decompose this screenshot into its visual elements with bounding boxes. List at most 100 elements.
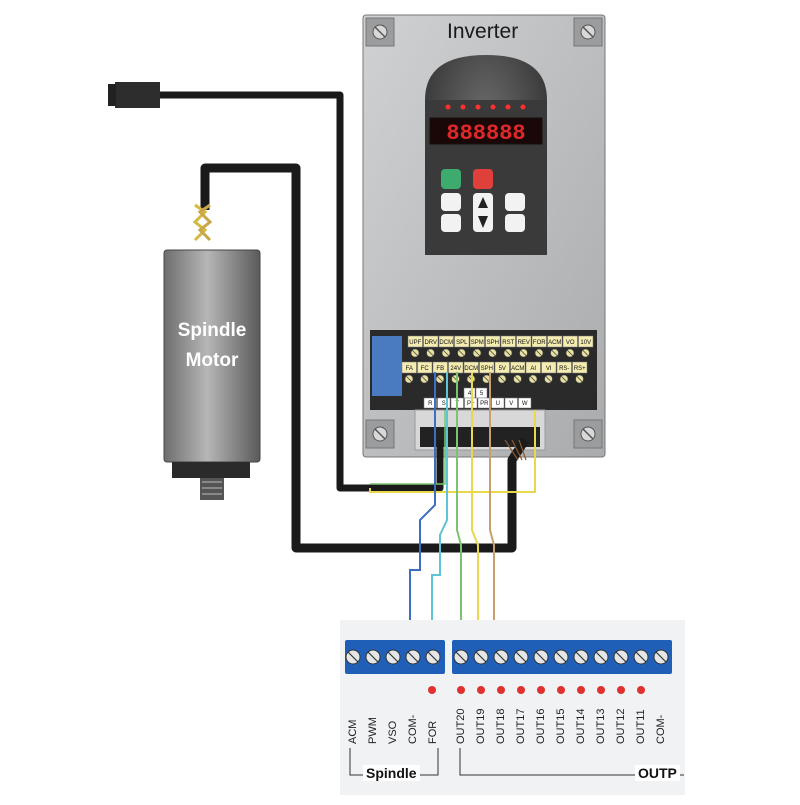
terminal-cell: [438, 335, 454, 348]
motor-label-line2: Motor: [185, 350, 239, 371]
keypad-button[interactable]: [505, 193, 525, 211]
terminal-cell: [531, 335, 547, 348]
motor-label-line1: Spindle: [177, 320, 247, 341]
terminal-cell: [485, 335, 501, 348]
terminal-label: ACM: [347, 719, 359, 744]
keypad-button[interactable]: [505, 214, 525, 232]
indicator-led: [597, 686, 605, 694]
terminal-label: U: [496, 401, 500, 407]
terminal-cell: [479, 361, 495, 374]
led-display: [429, 117, 543, 145]
terminal-label: ACM: [511, 366, 524, 372]
terminal-cell: [464, 397, 478, 409]
screw-icon: [365, 17, 603, 449]
motor-cable: [200, 163, 529, 553]
terminal-label: S: [442, 401, 446, 407]
terminal-cell: [469, 335, 485, 348]
controller-board: [340, 620, 685, 795]
terminal-label: COM-: [407, 714, 419, 744]
terminal-cell: [494, 361, 510, 374]
indicator-led: [577, 686, 585, 694]
terminal-label: REV: [518, 340, 530, 346]
terminal-label: VSO: [387, 720, 399, 744]
terminal-label: OUT13: [595, 708, 607, 744]
terminal-label: AI: [530, 366, 536, 372]
terminal-label: V: [509, 401, 513, 407]
terminal-cell: [500, 335, 516, 348]
terminal-cell: [423, 335, 439, 348]
terminal-label: 24V: [450, 366, 461, 372]
terminal-label: OUT19: [475, 708, 487, 744]
down-arrow-icon: [478, 216, 488, 228]
display-digits: 888888: [446, 121, 525, 146]
terminal-label: OUT18: [495, 708, 507, 744]
terminal-label: FOR: [533, 340, 546, 346]
up-arrow-icon: [478, 197, 488, 208]
terminal-label: VO: [566, 340, 575, 346]
signal-wires: [369, 372, 536, 650]
indicator-led: [517, 686, 525, 694]
power-plug-icon: [115, 82, 160, 108]
terminal-label: PR: [480, 401, 489, 407]
terminal-cell: [504, 397, 518, 409]
terminal-label: DCM: [439, 340, 453, 346]
terminal-label: OUT11: [635, 709, 647, 744]
indicator-led: [457, 686, 465, 694]
terminal-label: OUT12: [615, 708, 627, 744]
terminal-label: PWM: [367, 717, 379, 744]
terminal-cell: [401, 361, 417, 374]
terminal-cell: [510, 361, 526, 374]
terminal-label: R: [428, 401, 433, 407]
terminal-label: 4: [468, 391, 472, 397]
terminal-cell: [516, 335, 532, 348]
terminal-cell: [454, 335, 470, 348]
terminal-label: FA: [406, 366, 413, 372]
terminal-cell: [525, 361, 541, 374]
terminal-label: FOR: [427, 720, 439, 744]
motor-label: Spindle Motor: [164, 316, 260, 376]
power-cable: [108, 82, 444, 492]
spindle-motor: [163, 203, 261, 500]
spindle-indicators: [428, 686, 436, 694]
terminal-label: 5: [480, 391, 484, 397]
indicator-led: [537, 686, 545, 694]
output-indicators: [457, 686, 645, 694]
run-button[interactable]: [441, 169, 461, 189]
output-group-label: OUTP: [635, 765, 680, 781]
keypad-button[interactable]: [441, 193, 461, 211]
indicator-led: [477, 686, 485, 694]
indicator-led: [497, 686, 505, 694]
output-screws: [453, 649, 669, 665]
stop-button[interactable]: [473, 169, 493, 189]
terminal-cell: [562, 335, 578, 348]
terminal-cell: [518, 397, 532, 409]
terminal-label: RST: [502, 340, 514, 346]
terminal-label: W: [522, 401, 528, 407]
terminal-cell: [556, 361, 572, 374]
terminal-cell: [547, 335, 563, 348]
terminal-label: OUT20: [455, 708, 467, 744]
terminal-cell: [578, 335, 594, 348]
terminal-cell: [448, 361, 464, 374]
keypad-button[interactable]: [441, 214, 461, 232]
terminal-cell: [432, 361, 448, 374]
terminal-label: UPF: [409, 340, 421, 346]
terminal-cell: [437, 397, 451, 409]
indicator-led: [428, 686, 436, 694]
terminal-label: VI: [546, 366, 552, 372]
terminal-cell: [407, 335, 423, 348]
indicator-led: [557, 686, 565, 694]
terminal-label: COM-: [655, 714, 667, 744]
terminal-cell: [423, 397, 437, 409]
terminal-label: OUT15: [555, 708, 567, 744]
terminal-cell: [541, 361, 557, 374]
spindle-screws: [345, 649, 441, 665]
terminal-label: OUT17: [515, 708, 527, 744]
terminal-label: FB: [436, 366, 444, 372]
terminal-label: ACM: [548, 340, 561, 346]
terminal-cell: [572, 361, 588, 374]
up-down-button[interactable]: [473, 193, 493, 232]
terminal-cell: [491, 397, 505, 409]
